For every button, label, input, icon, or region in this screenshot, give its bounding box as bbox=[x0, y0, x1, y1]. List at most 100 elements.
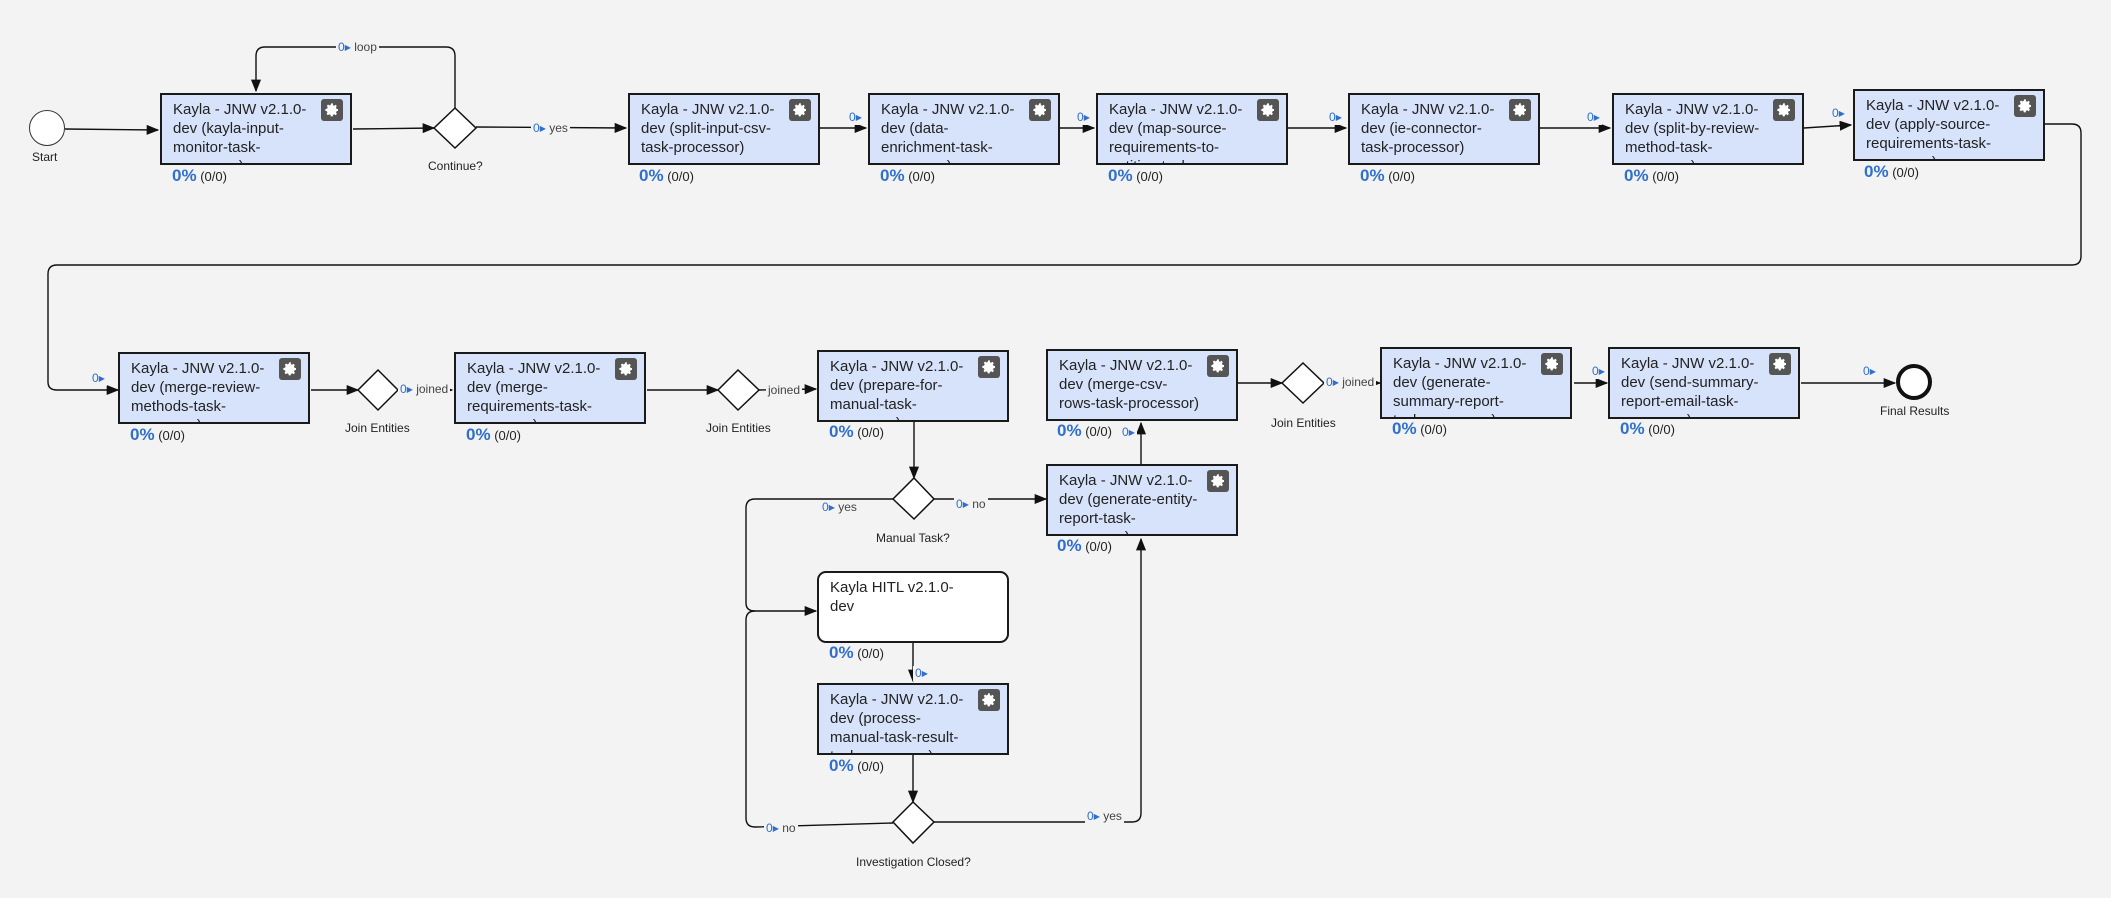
edge-tag[interactable]: 0▶ bbox=[1120, 425, 1137, 440]
gateway-join3-label: Join Entities bbox=[1271, 416, 1336, 430]
gear-icon[interactable] bbox=[1257, 99, 1279, 121]
task-label: Kayla - JNW v2.1.0-dev (merge-requiremen… bbox=[467, 360, 601, 422]
task-merge-requirements[interactable]: Kayla - JNW v2.1.0-dev (merge-requiremen… bbox=[454, 352, 646, 424]
task-label: Kayla - JNW v2.1.0-dev (kayla-input-moni… bbox=[173, 101, 307, 163]
task-generate-entity-report[interactable]: Kayla - JNW v2.1.0-dev (generate-entity-… bbox=[1046, 464, 1238, 536]
gear-icon[interactable] bbox=[615, 358, 637, 380]
task-hitl[interactable]: Kayla HITL v2.1.0-dev bbox=[817, 571, 1009, 643]
edge-tag[interactable]: 0▶ bbox=[1861, 364, 1878, 379]
gateway-manual-label: Manual Task? bbox=[876, 531, 950, 545]
task-label: Kayla - JNW v2.1.0-dev (generate-entity-… bbox=[1059, 472, 1198, 534]
edge-tag-join2[interactable]: joined bbox=[766, 383, 803, 397]
end-label: Final Results bbox=[1880, 404, 1950, 418]
edge-monitor-to-continue bbox=[352, 123, 436, 134]
task-label: Kayla - JNW v2.1.0-dev (merge-review-met… bbox=[131, 360, 265, 422]
edge-tag-join1[interactable]: 0▶ joined bbox=[398, 382, 451, 397]
task-label: Kayla - JNW v2.1.0-dev (split-by-review-… bbox=[1625, 101, 1760, 163]
edge-tag[interactable]: 0▶ bbox=[1585, 110, 1602, 125]
gear-icon[interactable] bbox=[1769, 353, 1791, 375]
task-stat: 0% (0/0) bbox=[829, 422, 884, 441]
edge-start-to-monitor bbox=[64, 124, 160, 135]
task-stat: 0% (0/0) bbox=[1057, 536, 1112, 555]
edge-tag-join3[interactable]: 0▶ joined bbox=[1324, 375, 1377, 390]
task-label: Kayla - JNW v2.1.0-dev (ie-connector-tas… bbox=[1361, 101, 1495, 156]
edge-tag-loop[interactable]: 0▶ loop bbox=[336, 40, 379, 55]
task-stat: 0% (0/0) bbox=[639, 166, 694, 185]
task-stat: 0% (0/0) bbox=[1624, 166, 1679, 185]
task-label: Kayla - JNW v2.1.0-dev (data-enrichment-… bbox=[881, 101, 1015, 163]
task-label: Kayla HITL v2.1.0-dev bbox=[830, 579, 954, 615]
edge-tag[interactable]: 0▶ bbox=[90, 371, 107, 386]
gear-icon[interactable] bbox=[1029, 99, 1051, 121]
task-label: Kayla - JNW v2.1.0-dev (process-manual-t… bbox=[830, 691, 964, 753]
task-label: Kayla - JNW v2.1.0-dev (send-summary-rep… bbox=[1621, 355, 1759, 417]
edge-tag[interactable]: 0▶ bbox=[1830, 106, 1847, 121]
task-stat: 0% (0/0) bbox=[1864, 162, 1919, 181]
task-label: Kayla - JNW v2.1.0-dev (apply-source-req… bbox=[1866, 97, 2000, 159]
task-split-input-csv[interactable]: Kayla - JNW v2.1.0-dev (split-input-csv-… bbox=[628, 93, 820, 165]
task-stat: 0% (0/0) bbox=[1392, 419, 1447, 438]
gear-icon[interactable] bbox=[978, 689, 1000, 711]
edge-tag[interactable]: 0▶ bbox=[1075, 110, 1092, 125]
task-merge-review-methods[interactable]: Kayla - JNW v2.1.0-dev (merge-review-met… bbox=[118, 352, 310, 424]
edge-tag[interactable]: 0▶ bbox=[1590, 364, 1607, 379]
task-stat: 0% (0/0) bbox=[1360, 166, 1415, 185]
task-stat: 0% (0/0) bbox=[880, 166, 935, 185]
edge-tag[interactable]: 0▶ bbox=[1327, 110, 1344, 125]
edge-manual-yes bbox=[745, 498, 893, 617]
task-prepare-for-manual[interactable]: Kayla - JNW v2.1.0-dev (prepare-for-manu… bbox=[817, 350, 1009, 422]
task-input-monitor[interactable]: Kayla - JNW v2.1.0-dev (kayla-input-moni… bbox=[160, 93, 352, 165]
edge-tag[interactable]: 0▶ bbox=[913, 666, 930, 681]
gateway-continue-label: Continue? bbox=[428, 159, 483, 173]
task-stat: 0% (0/0) bbox=[829, 756, 884, 775]
task-merge-csv-rows[interactable]: Kayla - JNW v2.1.0-dev (merge-csv-rows-t… bbox=[1046, 349, 1238, 421]
gateway-join1-label: Join Entities bbox=[345, 421, 410, 435]
gear-icon[interactable] bbox=[1541, 353, 1563, 375]
task-label: Kayla - JNW v2.1.0-dev (split-input-csv-… bbox=[641, 101, 775, 156]
gear-icon[interactable] bbox=[1207, 355, 1229, 377]
edge-inv-no bbox=[745, 610, 894, 828]
task-label: Kayla - JNW v2.1.0-dev (map-source-requi… bbox=[1109, 101, 1243, 163]
task-label: Kayla - JNW v2.1.0-dev (merge-csv-rows-t… bbox=[1059, 357, 1200, 412]
task-generate-summary-report[interactable]: Kayla - JNW v2.1.0-dev (generate-summary… bbox=[1380, 347, 1572, 419]
edge-tag-manual-no[interactable]: 0▶ no bbox=[954, 497, 988, 512]
task-stat: 0% (0/0) bbox=[1620, 419, 1675, 438]
task-send-summary-email[interactable]: Kayla - JNW v2.1.0-dev (send-summary-rep… bbox=[1608, 347, 1800, 419]
edge-tag-manual-yes[interactable]: 0▶ yes bbox=[820, 500, 859, 515]
task-process-manual-result[interactable]: Kayla - JNW v2.1.0-dev (process-manual-t… bbox=[817, 683, 1009, 755]
gateway-investigation-label: Investigation Closed? bbox=[856, 855, 971, 869]
task-split-by-review-method[interactable]: Kayla - JNW v2.1.0-dev (split-by-review-… bbox=[1612, 93, 1804, 165]
edge-inv-yes bbox=[934, 537, 1147, 823]
task-stat: 0% (0/0) bbox=[130, 425, 185, 444]
end-event[interactable] bbox=[1896, 364, 1932, 400]
task-label: Kayla - JNW v2.1.0-dev (prepare-for-manu… bbox=[830, 358, 964, 420]
gear-icon[interactable] bbox=[321, 99, 343, 121]
task-data-enrichment[interactable]: Kayla - JNW v2.1.0-dev (data-enrichment-… bbox=[868, 93, 1060, 165]
task-apply-source-requirements[interactable]: Kayla - JNW v2.1.0-dev (apply-source-req… bbox=[1853, 89, 2045, 161]
edge-tag-investigation-no[interactable]: 0▶ no bbox=[764, 821, 798, 836]
gear-icon[interactable] bbox=[789, 99, 811, 121]
task-stat: 0% (0/0) bbox=[466, 425, 521, 444]
task-stat: 0% (0/0) bbox=[1057, 421, 1112, 440]
gear-icon[interactable] bbox=[2014, 95, 2036, 117]
gear-icon[interactable] bbox=[279, 358, 301, 380]
edge-wrap bbox=[47, 123, 2082, 396]
gateway-join2-label: Join Entities bbox=[706, 421, 771, 435]
start-label: Start bbox=[32, 150, 58, 164]
task-map-source-requirements[interactable]: Kayla - JNW v2.1.0-dev (map-source-requi… bbox=[1096, 93, 1288, 165]
edge-tag-continue-yes[interactable]: 0▶ yes bbox=[531, 121, 570, 136]
edge-t6-t7 bbox=[1803, 120, 1853, 131]
edge-tag-investigation-yes[interactable]: 0▶ yes bbox=[1085, 809, 1124, 824]
edge-tag[interactable]: 0▶ bbox=[847, 110, 864, 125]
gear-icon[interactable] bbox=[1773, 99, 1795, 121]
gear-icon[interactable] bbox=[978, 356, 1000, 378]
task-ie-connector[interactable]: Kayla - JNW v2.1.0-dev (ie-connector-tas… bbox=[1348, 93, 1540, 165]
task-stat: 0% (0/0) bbox=[829, 643, 884, 662]
gear-icon[interactable] bbox=[1509, 99, 1531, 121]
gear-icon[interactable] bbox=[1207, 470, 1229, 492]
task-label: Kayla - JNW v2.1.0-dev (generate-summary… bbox=[1393, 355, 1527, 417]
start-event[interactable] bbox=[29, 110, 65, 146]
task-stat: 0% (0/0) bbox=[172, 166, 227, 185]
task-stat: 0% (0/0) bbox=[1108, 166, 1163, 185]
